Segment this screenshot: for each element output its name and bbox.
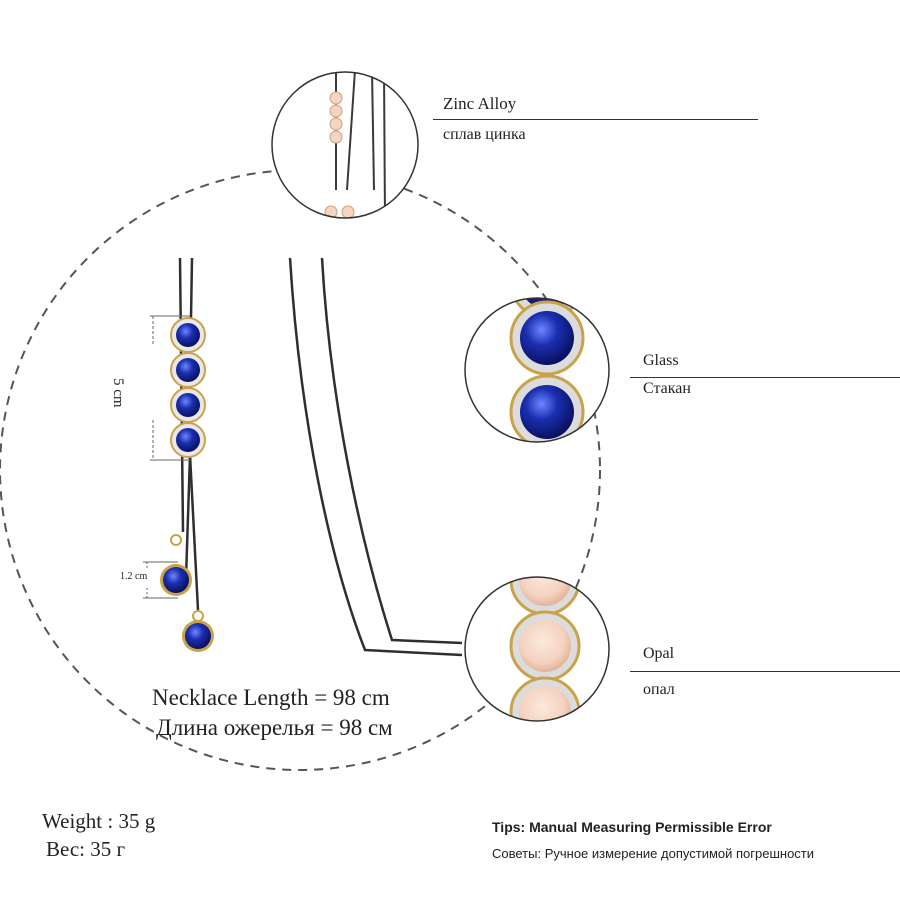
gem <box>170 352 206 388</box>
opal-callout-rule <box>630 671 900 672</box>
gem <box>170 422 206 458</box>
glass-callout-rule <box>630 377 900 378</box>
zinc-alloy-label-ru: сплав цинка <box>443 126 526 143</box>
necklace-length-ru: Длина ожерелья = 98 см <box>156 715 393 740</box>
tips-ru: Советы: Ручное измерение допустимой погр… <box>492 846 815 861</box>
zinc-callout-rule <box>433 119 758 120</box>
pendant-height-label: 5 cm <box>110 378 126 408</box>
drop-gem <box>160 534 192 596</box>
zinc-alloy-label: Zinc Alloy <box>443 94 517 113</box>
weight-en: Weight : 35 g <box>42 809 156 833</box>
drop-gem <box>182 610 214 652</box>
gem <box>170 317 206 353</box>
zinc-alloy-detail <box>271 71 419 219</box>
necklace-length-en: Necklace Length = 98 cm <box>152 685 390 710</box>
drop-diameter-label: 1.2 cm <box>120 571 148 582</box>
gem <box>170 387 206 423</box>
opal-label: Opal <box>643 645 675 662</box>
tips-en: Tips: Manual Measuring Permissible Error <box>492 819 772 835</box>
pendant-gems <box>160 317 214 652</box>
opal-detail <box>464 576 610 722</box>
glass-label-ru: Стакан <box>643 380 691 397</box>
opal-label-ru: опал <box>643 681 675 698</box>
glass-label: Glass <box>643 352 679 369</box>
dimension-markers <box>143 315 190 599</box>
weight-ru: Вес: 35 г <box>46 837 126 861</box>
glass-detail <box>464 297 610 443</box>
long-chain <box>288 257 463 657</box>
